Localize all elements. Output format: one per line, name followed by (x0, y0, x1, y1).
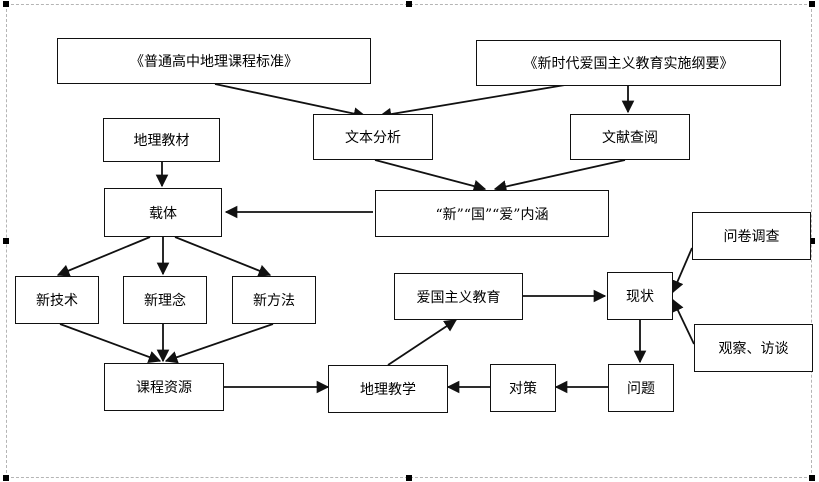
node-curriculum-standard[interactable]: 《普通高中地理课程标准》 (57, 38, 371, 84)
edge-carrier-to-new-technology (56, 236, 151, 277)
frame-handle-bottom-center[interactable] (406, 475, 412, 481)
edge-observation-to-status (672, 298, 695, 345)
node-questionnaire[interactable]: 问卷调查 (692, 212, 811, 260)
node-education-outline[interactable]: 《新时代爱国主义教育实施纲要》 (476, 40, 781, 86)
node-geography-textbook[interactable]: 地理教材 (103, 118, 220, 162)
edge-new-method-to-curriculum (164, 323, 274, 364)
edge-questionnaire-to-status (671, 247, 693, 294)
edge-text-analysis-to-connotation (374, 159, 487, 193)
edge-outline-to-text-analysis (378, 84, 566, 121)
frame-handle-middle-left[interactable] (3, 238, 9, 244)
node-status-quo[interactable]: 现状 (607, 272, 673, 320)
node-literature-review[interactable]: 文献查阅 (570, 114, 690, 160)
node-new-guo-ai-connotation[interactable]: “新”“国”“爱”内涵 (375, 190, 609, 237)
node-carrier[interactable]: 载体 (104, 188, 222, 237)
frame-handle-top-center[interactable] (406, 1, 412, 7)
node-text-analysis[interactable]: 文本分析 (313, 114, 433, 160)
frame-handle-bottom-left[interactable] (3, 475, 9, 481)
frame-handle-top-right[interactable] (809, 1, 815, 7)
node-new-technology[interactable]: 新技术 (15, 276, 99, 324)
node-patriotic-education[interactable]: 爱国主义教育 (394, 273, 523, 320)
node-new-concept[interactable]: 新理念 (123, 276, 207, 324)
edge-standard-to-text-analysis (214, 83, 367, 120)
edge-teaching-to-patriotic (387, 319, 458, 366)
frame-handle-middle-right[interactable] (809, 238, 815, 244)
frame-handle-top-left[interactable] (3, 1, 9, 7)
node-countermeasures[interactable]: 对策 (490, 364, 556, 412)
frame-handle-bottom-right[interactable] (809, 475, 815, 481)
node-curriculum-resources[interactable]: 课程资源 (104, 363, 224, 411)
edge-literature-review-to-connotation (493, 159, 626, 193)
node-observation-interview[interactable]: 观察、访谈 (694, 324, 813, 372)
node-new-method[interactable]: 新方法 (232, 276, 316, 324)
node-problems[interactable]: 问题 (608, 364, 674, 412)
node-geography-teaching[interactable]: 地理教学 (328, 365, 448, 413)
edge-new-technology-to-curriculum (59, 323, 162, 363)
edge-carrier-to-new-method (174, 236, 272, 277)
